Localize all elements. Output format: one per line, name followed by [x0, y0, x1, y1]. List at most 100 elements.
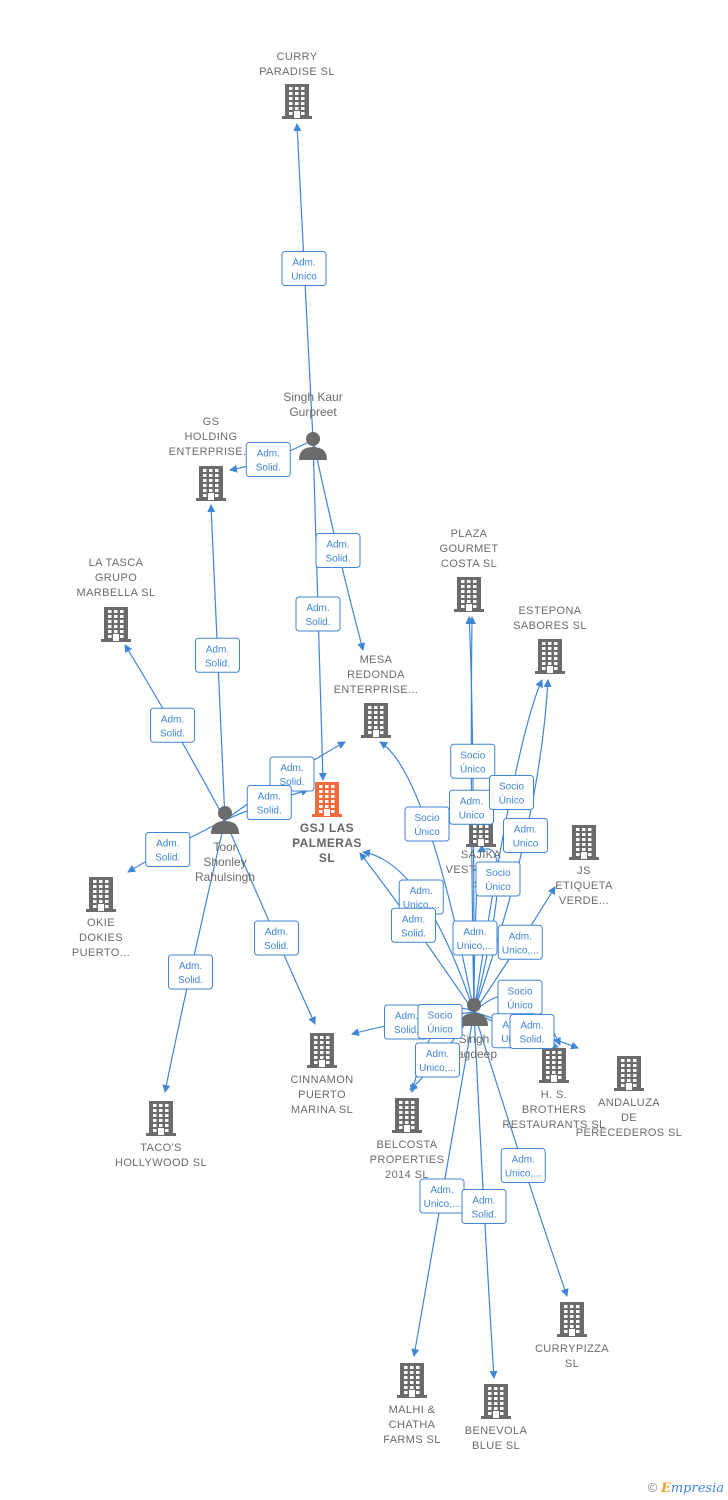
edge-label-box — [509, 1014, 555, 1049]
building-icon — [282, 84, 312, 119]
company-node-mesa[interactable]: MESAREDONDAENTERPRISE... — [334, 654, 419, 738]
edge-label-box — [145, 832, 191, 867]
edge-label[interactable]: Adm.Solid. — [315, 533, 361, 568]
person-label: Singh — [459, 1032, 490, 1046]
edge-labels-layer: Adm.UnicoAdm.Solid.Adm.Solid.Adm.Solid.A… — [145, 251, 555, 1224]
edge-label-text: Adm. — [265, 927, 288, 938]
company-label: GSJ LAS — [300, 821, 354, 835]
edge-label[interactable]: Adm. Unico — [281, 251, 327, 286]
edge-label[interactable]: Adm.Solid. — [461, 1189, 507, 1224]
edge-label-text: Solid. — [155, 853, 180, 864]
edge-label-text: Solid. — [394, 1025, 419, 1036]
edge-label-text: Adm. — [460, 796, 483, 807]
edge-label[interactable]: Adm.Unico — [449, 789, 494, 825]
company-label: ESTEPONA — [518, 605, 581, 617]
company-label: REDONDA — [347, 669, 405, 681]
edge-label[interactable]: Adm.Solid. — [245, 442, 291, 477]
edge-label-text: Solid. — [519, 1035, 544, 1046]
company-label: CURRY — [277, 51, 318, 63]
edge-label-text: Adm. — [280, 763, 303, 774]
edge-label[interactable]: Adm.Unico,... — [415, 1042, 460, 1078]
company-label: CHATHA — [389, 1419, 436, 1431]
edge-label[interactable]: Adm.Solid. — [509, 1014, 555, 1049]
edge-label-box — [150, 707, 195, 743]
company-node-okie[interactable]: OKIEDOKIESPUERTO... — [72, 877, 130, 959]
edge-label[interactable]: Adm.Solid. — [295, 596, 341, 632]
edge-label-box — [391, 907, 436, 943]
edge-label-box — [295, 596, 341, 632]
company-label: MARINA SL — [291, 1104, 353, 1116]
person-icon — [299, 432, 327, 460]
company-label: MALHI & — [389, 1404, 436, 1416]
edge-label-text: Adm. — [410, 886, 433, 897]
edge-label-text: Adm. — [326, 540, 349, 551]
company-label: RESTAURANTS SL — [502, 1119, 605, 1131]
company-label: ANDALUZA — [598, 1097, 660, 1109]
edge-label[interactable]: Adm.Unico — [503, 818, 548, 853]
edge-label-text: Único — [507, 998, 533, 1011]
brand-footer[interactable]: © Empresia — [648, 1480, 724, 1496]
edge-label[interactable]: Adm.Solid. — [150, 707, 195, 743]
edge-label-text: Adm. — [512, 1155, 535, 1166]
edge-label-box — [168, 954, 213, 990]
edge-label-box — [417, 1004, 463, 1039]
company-node-gsholding[interactable]: GSHOLDINGENTERPRISE... — [169, 416, 254, 501]
company-label: PUERTO — [298, 1089, 346, 1101]
edge-label-text: Adm. — [306, 603, 329, 614]
building-icon — [196, 466, 226, 501]
edge-label[interactable]: Adm.Unico,... — [452, 920, 498, 956]
edge-label-text: Socio — [460, 750, 485, 761]
edge-label-text: Adm. — [292, 258, 315, 269]
edge-label-text: Solid. — [401, 928, 426, 939]
edge-label-text: Adm. — [430, 1185, 453, 1196]
edge-label[interactable]: Adm.Solid. — [269, 756, 315, 792]
edge-label-box — [450, 743, 496, 779]
edge-label[interactable]: Adm.Solid. — [195, 637, 240, 673]
edge-label-text: Unico,... — [505, 1169, 542, 1180]
company-label: H. S. — [541, 1089, 567, 1101]
building-icon — [454, 577, 484, 612]
company-label: DOKIES — [79, 932, 123, 944]
edge-label-text: Adm. — [426, 1049, 449, 1060]
edge-label[interactable]: Adm.Solid. — [168, 954, 213, 990]
edges-layer — [124, 123, 579, 1379]
edge-label[interactable]: Adm. Unico,... — [500, 1148, 546, 1183]
edge-label[interactable]: Adm.Unico,... — [419, 1178, 465, 1214]
edge-label-text: Unico — [513, 839, 539, 850]
edge-label-text: Unico — [291, 272, 317, 283]
company-label: GOURMET — [439, 543, 498, 555]
edge-label[interactable]: Adm.Solid. — [391, 907, 436, 943]
edge-label[interactable]: Adm.Unico,... — [497, 924, 543, 960]
edge-label-text: Solid. — [178, 975, 203, 986]
edge-label[interactable]: Adm.Solid. — [145, 832, 191, 867]
company-label: JS — [577, 865, 591, 877]
company-label: ENTERPRISE... — [334, 684, 419, 696]
edge-label[interactable]: Adm.Solid. — [246, 785, 292, 820]
edge-label-text: Adm. — [472, 1196, 495, 1207]
company-node-js[interactable]: JSETIQUETAVERDE... — [555, 825, 613, 907]
edge-label[interactable]: Adm.Solid. — [254, 920, 299, 956]
